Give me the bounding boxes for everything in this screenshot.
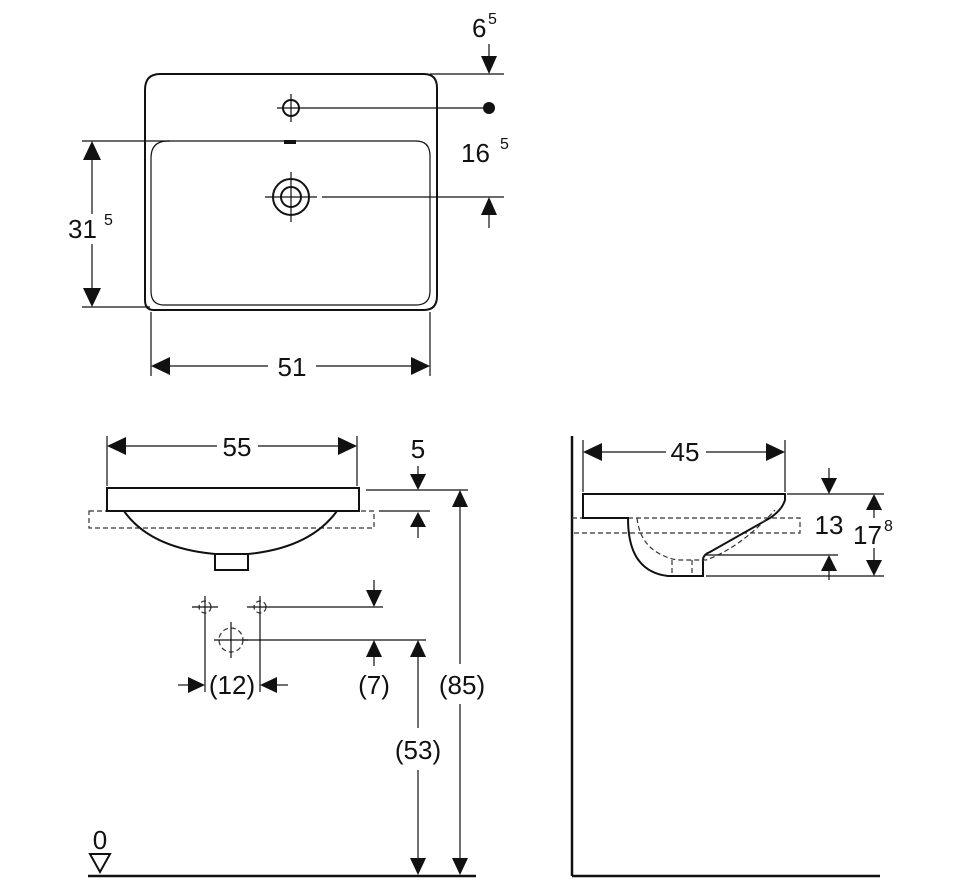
dim-top-width: 51: [278, 352, 307, 382]
water-connection-left-symbol: [192, 596, 218, 618]
dim-side-depth: 45: [671, 437, 700, 467]
basin-rim: [106, 487, 360, 512]
dot-marker: [483, 102, 495, 114]
tap-hole-symbol: [277, 94, 305, 122]
floor-level-label: 0: [93, 825, 107, 855]
overflow-slot: [284, 140, 296, 144]
basin-outer-outline: [144, 73, 438, 311]
top-view: 6 5 16 5 31 5 51: [68, 11, 509, 382]
dim-connection-spacing: (12): [209, 670, 255, 700]
dim-connection-height: (7): [358, 670, 390, 700]
side-view: 45 13 17 8: [570, 436, 893, 878]
dim-top-depth: 31: [68, 214, 97, 244]
dim-side-total-sup: 8: [884, 518, 893, 535]
dim-total-height: (85): [439, 670, 485, 700]
dim-side-bowl: 13: [815, 510, 844, 540]
side-basin-profile: [582, 493, 786, 577]
dim-drain-height: (53): [395, 735, 441, 765]
dim-rim: 5: [411, 434, 425, 464]
dim-front-width: 55: [223, 432, 252, 462]
countertop-outline: [88, 510, 375, 529]
dim-tap-offset: 6: [472, 13, 486, 43]
dim-side-total: 17: [853, 520, 882, 550]
dim-top-depth-sup: 5: [104, 212, 113, 229]
front-view: 55 5: [88, 432, 485, 878]
drain-symbol: [265, 172, 317, 222]
drain-stub: [214, 554, 249, 571]
drain-connection-symbol: [214, 622, 248, 658]
water-connection-right-symbol: [247, 596, 273, 618]
floor-level-marker-icon: [88, 853, 112, 875]
dim-tap-offset-sup: 5: [488, 11, 497, 28]
basin-bowl: [123, 510, 338, 555]
dim-tap-drain: 16: [461, 138, 490, 168]
dim-tap-drain-sup: 5: [500, 136, 509, 153]
basin-inner-bowl: [150, 140, 431, 306]
